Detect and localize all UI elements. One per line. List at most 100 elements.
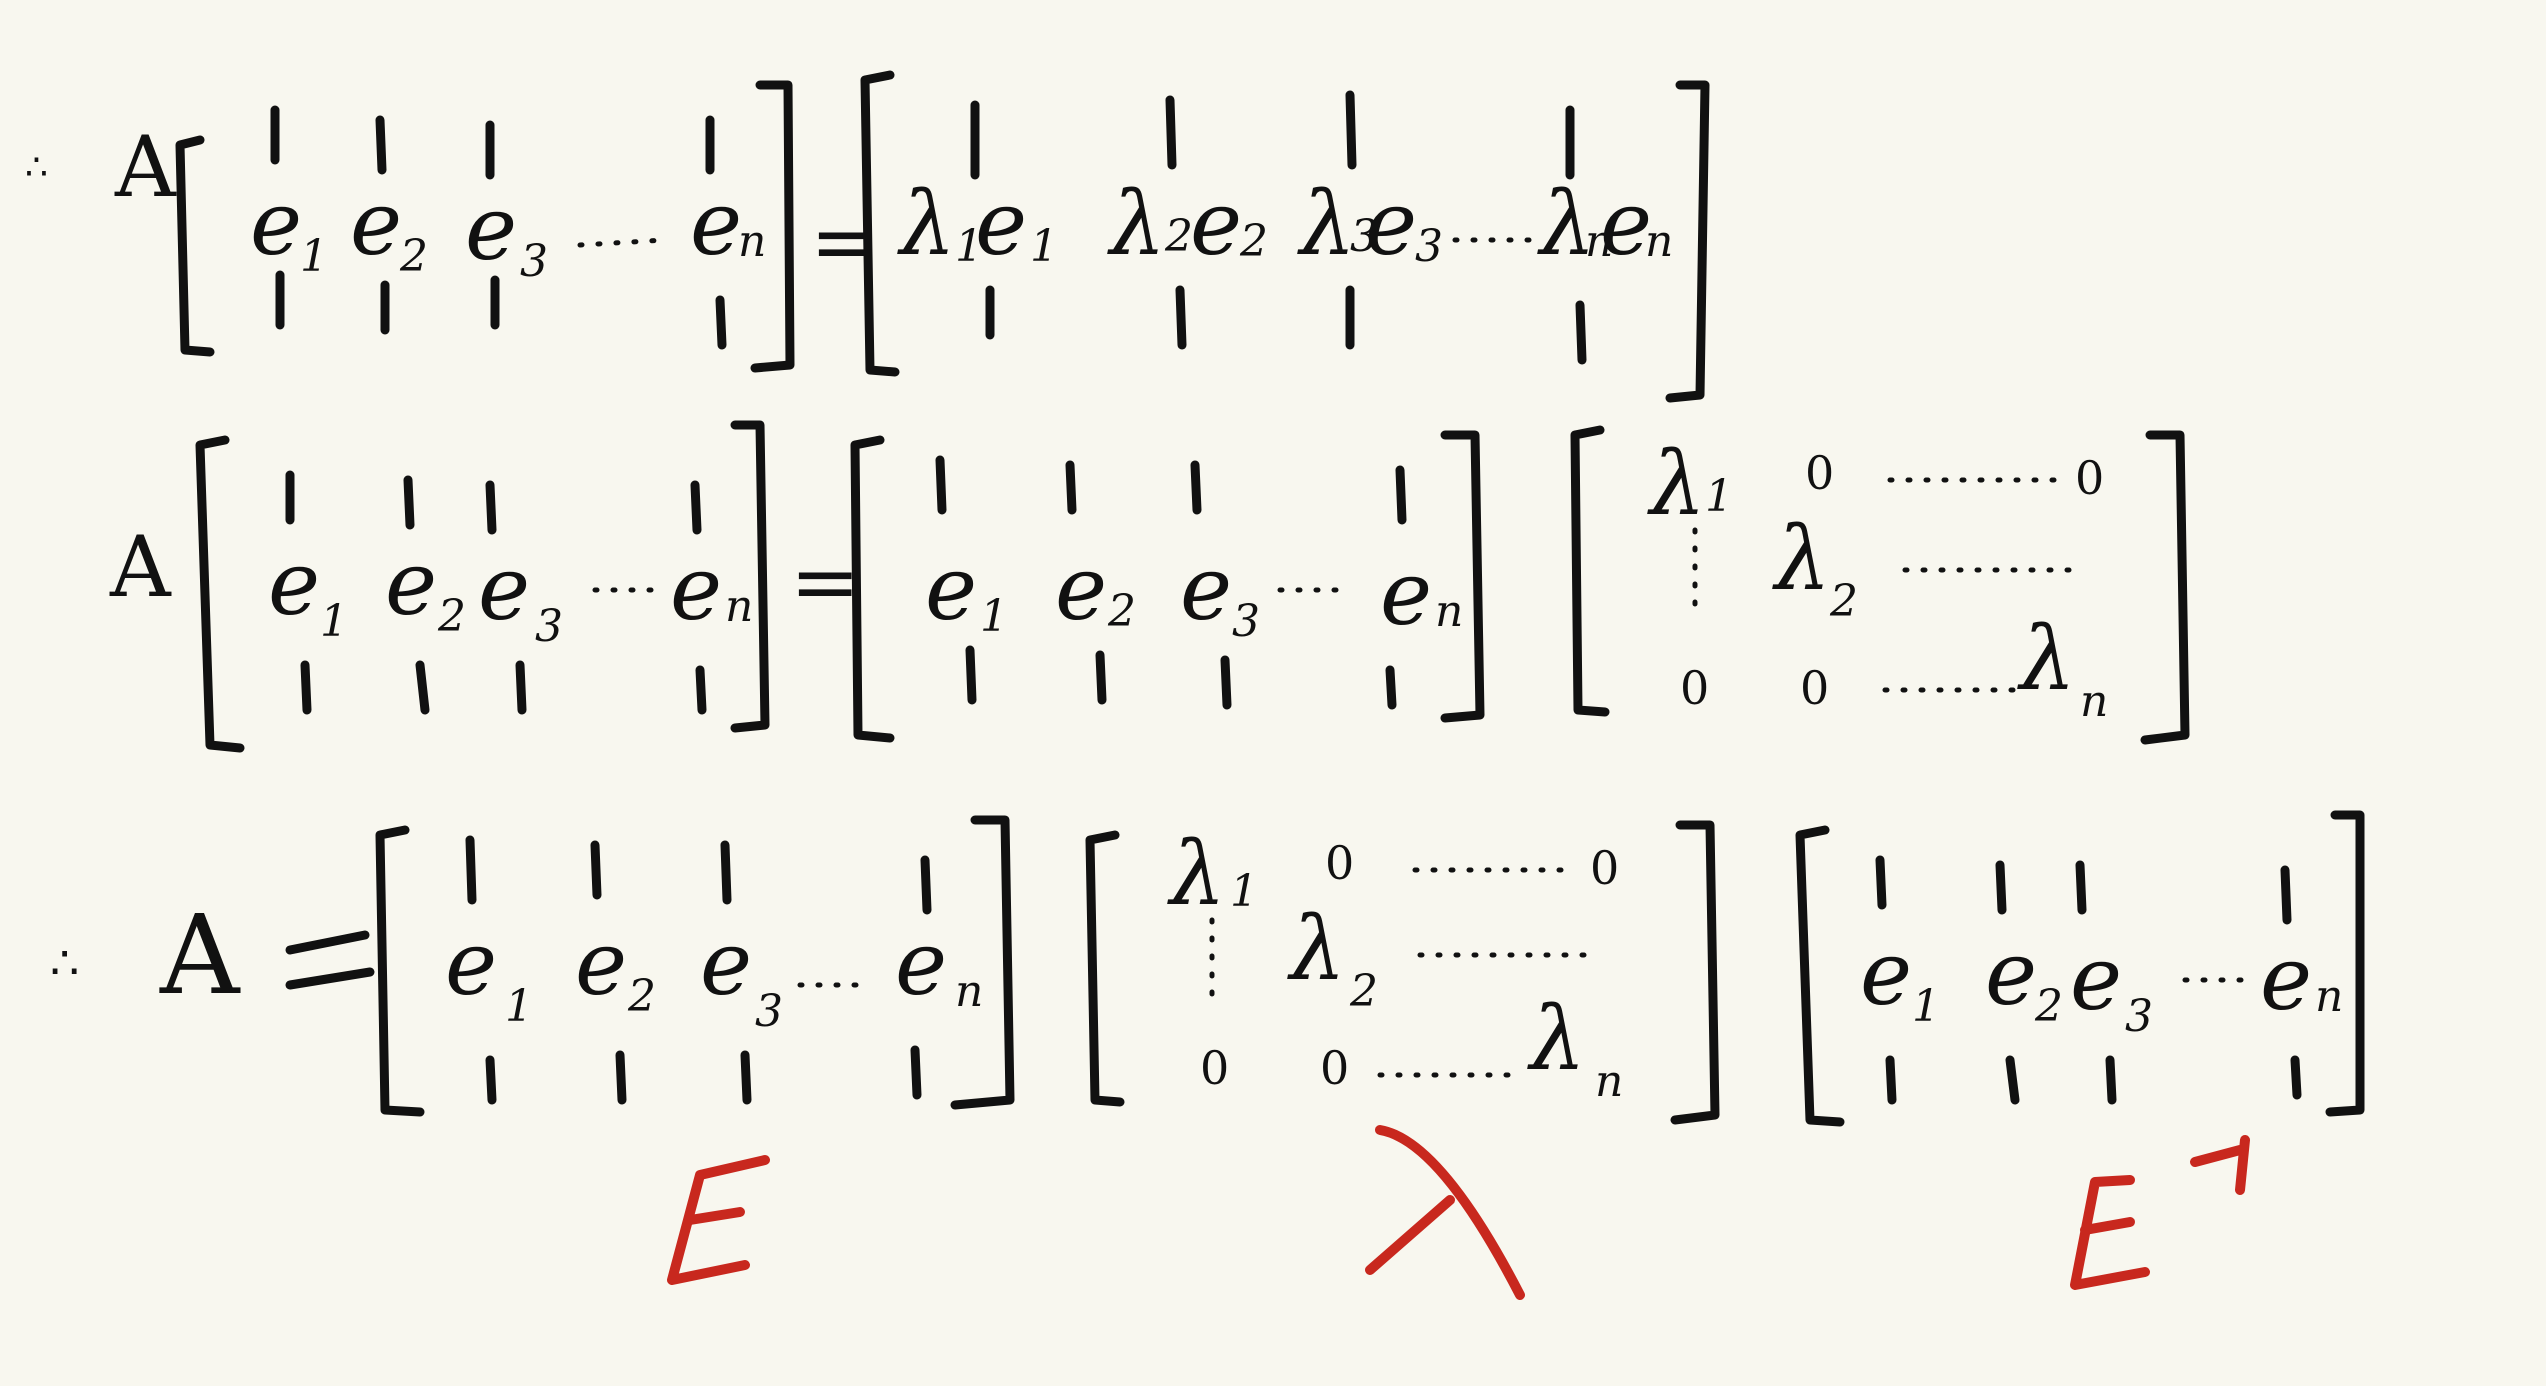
row2-mid-e2-sub: 2 — [1108, 586, 1136, 637]
row1-lhs-e1: e — [250, 172, 303, 275]
row2-diag-zero-top-mid: 0 — [1805, 446, 1835, 500]
row1-rhs-lambda2-sub: 2 — [1165, 211, 1193, 262]
row3-E-en-sub: n — [955, 966, 984, 1017]
row1-lhs-en-sub: n — [738, 216, 767, 267]
row2-diag-zero-bottom-mid: 0 — [1800, 661, 1830, 715]
annotation-lambda-label: λ — [1010, 1300, 1011, 1301]
row1-matrix-A: A — [115, 118, 176, 216]
row2-mid-e2: e — [1055, 537, 1108, 640]
row1-rhs-en: e — [1600, 172, 1653, 275]
row2-lhs-e1-sub: 1 — [320, 596, 348, 647]
row2-equals: = — [790, 533, 861, 631]
row2-lhs-e1: e — [268, 532, 321, 635]
row3-therefore-symbol: ∴ — [50, 936, 80, 990]
annotation-E-stroke — [667, 1155, 770, 1285]
row1-therefore-symbol: ∴ — [25, 147, 48, 188]
row2-diag-left-bracket — [1570, 425, 1610, 717]
row1-rhs-lambdan-sub: n — [1585, 216, 1614, 267]
row2-diag-lambdan: λ — [2020, 607, 2076, 710]
row2-mid-e1-sub: 1 — [980, 591, 1008, 642]
annotation-lambda-stroke — [1365, 1125, 1525, 1300]
row2-lhs-e3-sub: 3 — [535, 601, 563, 652]
row2-diag-right-bracket — [2140, 430, 2190, 745]
row3-E-right-bracket — [950, 815, 1015, 1110]
row1-rhs-lambda3-sub: 3 — [1350, 211, 1378, 262]
row3-Einv-e3: e — [2070, 927, 2123, 1030]
row3-E-e2: e — [575, 912, 628, 1015]
row1-lhs-e2-sub: 2 — [400, 231, 428, 282]
row1-rhs-e2-sub: 2 — [1240, 216, 1268, 267]
annotation-Einv-label: E — [1020, 1300, 1021, 1301]
row1-rhs-left-bracket — [860, 70, 900, 377]
row3-diag-left-bracket — [1085, 830, 1125, 1107]
row1-rhs-e3: e — [1365, 172, 1418, 275]
row3-Einv-e2: e — [1985, 922, 2038, 1025]
row3-Einv-e2-sub: 2 — [2035, 981, 2063, 1032]
row1-rhs-lambdan: λ — [1540, 172, 1596, 275]
row2-diag-lambda2: λ — [1775, 507, 1831, 610]
row2-lhs-e2-sub: 2 — [438, 591, 466, 642]
row3-E-e1-sub: 1 — [505, 981, 533, 1032]
row3-Einv-e1: e — [1860, 922, 1913, 1025]
row1-rhs-lambda3: λ — [1300, 172, 1356, 275]
row2-diag-zero-bottom-left: 0 — [1680, 661, 1710, 715]
row1-lhs-e3-sub: 3 — [520, 236, 548, 287]
row3-diag-zero-bottom-mid: 0 — [1320, 1041, 1350, 1095]
row2-mid-right-bracket — [1440, 430, 1485, 723]
row2-diag-lambda2-sub: 2 — [1830, 576, 1858, 627]
row3-E-e1: e — [445, 912, 498, 1015]
row2-mid-en-sub: n — [1435, 586, 1464, 637]
row3-E-e3: e — [700, 912, 753, 1015]
row3-diag-lambda1: λ — [1170, 822, 1226, 925]
row1-rhs-right-bracket — [1665, 80, 1710, 403]
row1-lhs-e2: e — [350, 172, 403, 275]
row3-Einv-e3-sub: 3 — [2125, 991, 2153, 1042]
row2-lhs-e3: e — [478, 537, 531, 640]
row2-mid-e3: e — [1180, 537, 1233, 640]
row1-equals: = — [810, 193, 881, 291]
row1-lhs-en: e — [690, 172, 743, 275]
row1-lhs-right-bracket — [750, 80, 795, 373]
row1-rhs-lambda1: λ — [900, 172, 956, 275]
row3-diag-lambda2: λ — [1290, 897, 1346, 1000]
row3-Einv-e1-sub: 1 — [1912, 981, 1940, 1032]
row2-diag-zero-top-right: 0 — [2075, 451, 2105, 505]
row1-rhs-e1: e — [975, 172, 1028, 275]
row3-Einv-left-bracket — [1795, 825, 1845, 1127]
row2-mid-e3-sub: 3 — [1232, 596, 1260, 647]
annotation-Einv-superscript: -1 — [1030, 1300, 1031, 1301]
row1-rhs-en-sub: n — [1645, 216, 1674, 267]
row2-lhs-en-sub: n — [725, 581, 754, 632]
row3-E-en: e — [895, 912, 948, 1015]
row3-E-left-bracket — [375, 825, 425, 1117]
row2-mid-en: e — [1380, 542, 1433, 645]
row2-mid-e1: e — [925, 537, 978, 640]
row2-diag-lambdan-sub: n — [2080, 676, 2109, 727]
row3-diag-right-bracket — [1670, 820, 1720, 1125]
row1-lhs-left-bracket — [175, 135, 215, 357]
row2-lhs-left-bracket — [195, 435, 245, 753]
row1-rhs-e1-sub: 1 — [1030, 221, 1058, 272]
row3-matrix-A: A — [160, 891, 240, 1019]
row3-diag-lambdan-sub: n — [1595, 1056, 1624, 1107]
row3-diag-zero-top-mid: 0 — [1325, 836, 1355, 890]
row3-diag-lambda1-sub: 1 — [1230, 866, 1258, 917]
row2-matrix-A: A — [110, 518, 171, 616]
row1-lhs-e1-sub: 1 — [300, 231, 328, 282]
row1-rhs-lambda1-sub: 1 — [955, 221, 983, 272]
row3-E-e2-sub: 2 — [628, 971, 656, 1022]
row3-diag-zero-top-right: 0 — [1590, 841, 1620, 895]
row3-diag-lambdan: λ — [1530, 987, 1586, 1090]
row2-lhs-e2: e — [385, 532, 438, 635]
row1-rhs-e2: e — [1190, 172, 1243, 275]
row1-rhs-lambda2: λ — [1110, 172, 1166, 275]
row1-rhs-e3-sub: 3 — [1415, 221, 1443, 272]
row3-diag-lambda2-sub: 2 — [1350, 966, 1378, 1017]
row2-diag-lambda1: λ — [1650, 432, 1706, 535]
row2-lhs-right-bracket — [730, 420, 770, 733]
row1-lhs-e3: e — [465, 177, 518, 280]
row3-Einv-en: e — [2260, 927, 2313, 1030]
row3-Einv-en-sub: n — [2315, 971, 2344, 1022]
